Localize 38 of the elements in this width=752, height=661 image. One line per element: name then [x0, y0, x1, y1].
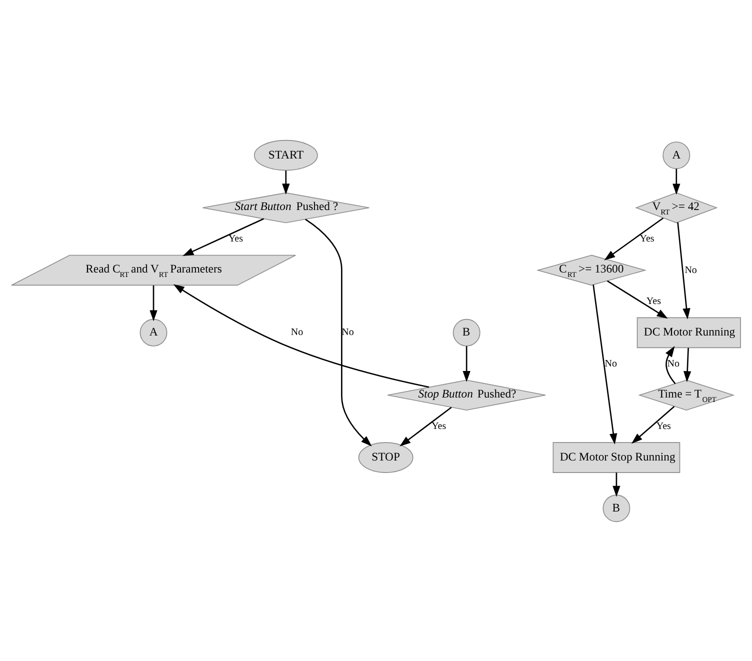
- node-diamond: Start Button Pushed ?: [202, 192, 370, 223]
- arrow: [606, 280, 668, 318]
- edge-label: Yes: [640, 233, 654, 244]
- arrow: [305, 218, 372, 446]
- node-circle: B: [452, 318, 480, 346]
- arrow: [631, 406, 675, 444]
- edge-label: Yes: [432, 420, 446, 432]
- edge-label: No: [604, 358, 617, 369]
- node-ellipse: START: [254, 139, 318, 170]
- arrow: [462, 346, 470, 382]
- edge-label: Yes: [228, 233, 243, 244]
- edge-label: No: [684, 264, 697, 276]
- node-box: DC Motor Stop Running: [552, 442, 680, 472]
- node-box: DC Motor Running: [636, 316, 741, 348]
- arrow: [173, 284, 430, 388]
- arrow: [282, 170, 290, 194]
- arrow: [400, 406, 452, 446]
- arrow: [182, 218, 264, 256]
- arrow: [677, 222, 690, 319]
- arrow: [665, 345, 676, 384]
- node-diamond: Time = T$_{OPT}$: [638, 379, 735, 410]
- node-diamond: V$_{RT}$ >= 42: [635, 192, 718, 223]
- node-circle: A: [662, 141, 690, 169]
- arrow: [672, 168, 680, 194]
- node-diamond: Stop Button Pushed?: [387, 379, 546, 410]
- edge-label: No: [290, 326, 304, 338]
- node-ellipse: STOP: [358, 442, 414, 472]
- node-diamond: C$_{RT}$ >= 13600: [536, 254, 647, 286]
- arrow: [592, 284, 618, 444]
- edge-label: Yes: [656, 420, 671, 432]
- edge-label: Yes: [646, 296, 661, 307]
- node-circle: A: [140, 318, 168, 346]
- node-circle: B: [602, 494, 630, 522]
- edge-label: No: [667, 358, 680, 369]
- arrow: [612, 472, 620, 496]
- arrow: [604, 217, 664, 260]
- arrow: [150, 284, 158, 321]
- arrow: [684, 347, 692, 382]
